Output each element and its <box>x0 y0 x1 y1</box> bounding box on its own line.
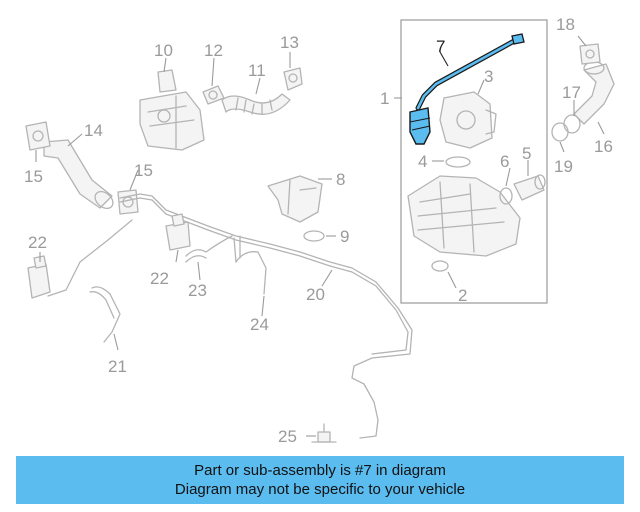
caption-line-disclaimer: Diagram may not be specific to your vehi… <box>174 481 466 498</box>
callout-7[interactable]: 7 <box>436 37 445 56</box>
part-2-gasket[interactable] <box>431 260 449 272</box>
part-25-fitting[interactable] <box>311 423 337 443</box>
callout-25[interactable]: 25 <box>278 427 297 446</box>
callout-6[interactable]: 6 <box>500 152 509 171</box>
callout-21[interactable]: 21 <box>108 357 127 376</box>
callout-24[interactable]: 24 <box>250 315 269 334</box>
part-15-gasket-left[interactable] <box>25 121 51 151</box>
part-18-gasket[interactable] <box>579 43 601 65</box>
part-1-egr-cooler[interactable] <box>407 175 521 257</box>
callout-5[interactable]: 5 <box>522 144 531 163</box>
callout-17[interactable]: 17 <box>562 83 581 102</box>
part-6-gasket[interactable] <box>499 187 513 205</box>
callout-23[interactable]: 23 <box>188 281 207 300</box>
callout-13[interactable]: 13 <box>280 33 299 52</box>
callout-15-left[interactable]: 15 <box>24 167 43 186</box>
callout-15-right[interactable]: 15 <box>134 161 153 180</box>
callout-11[interactable]: 11 <box>248 61 266 80</box>
callout-1[interactable]: 1 <box>380 89 389 108</box>
part-8-bracket[interactable] <box>267 175 323 223</box>
part-4-oring[interactable] <box>445 156 471 168</box>
callout-16[interactable]: 16 <box>594 137 613 156</box>
part-22-valve-right[interactable] <box>165 213 191 251</box>
callout-8[interactable]: 8 <box>336 170 345 189</box>
callout-14[interactable]: 14 <box>84 121 103 140</box>
part-7-sensor-highlighted[interactable] <box>409 33 525 145</box>
callout-19[interactable]: 19 <box>554 157 573 176</box>
part-13-gasket[interactable] <box>283 67 303 91</box>
part-12-gasket[interactable] <box>202 85 225 105</box>
part-20-pipe[interactable] <box>119 193 413 439</box>
callout-18[interactable]: 18 <box>556 15 575 34</box>
callout-12[interactable]: 12 <box>204 41 223 60</box>
part-23-hose[interactable] <box>185 235 233 263</box>
part-3-valve[interactable] <box>439 91 497 149</box>
assembly-box <box>400 19 548 304</box>
part-24-hose[interactable] <box>233 235 267 295</box>
callout-2[interactable]: 2 <box>458 286 467 305</box>
callout-10[interactable]: 10 <box>154 41 173 60</box>
caption-line-part-number: Part or sub-assembly is #7 in diagram <box>194 462 446 479</box>
diagram-caption-banner: Part or sub-assembly is #7 in diagram Di… <box>16 456 624 504</box>
part-10-egr-valve[interactable] <box>139 69 205 151</box>
callout-4[interactable]: 4 <box>418 152 427 171</box>
part-22-valve-left[interactable] <box>27 255 51 299</box>
part-11-pipe[interactable] <box>221 93 291 115</box>
part-14-pipe[interactable] <box>43 139 116 212</box>
callout-3[interactable]: 3 <box>484 67 493 86</box>
part-17-clamp[interactable] <box>563 114 581 134</box>
callout-22-right[interactable]: 22 <box>150 269 169 288</box>
callout-20[interactable]: 20 <box>306 285 325 304</box>
part-19-gasket[interactable] <box>551 122 569 142</box>
callout-22-left[interactable]: 22 <box>28 233 47 252</box>
part-21-hose[interactable] <box>89 286 121 343</box>
part-5-sleeve[interactable] <box>513 174 546 201</box>
part-9-oring[interactable] <box>303 230 325 242</box>
callout-9[interactable]: 9 <box>340 227 349 246</box>
